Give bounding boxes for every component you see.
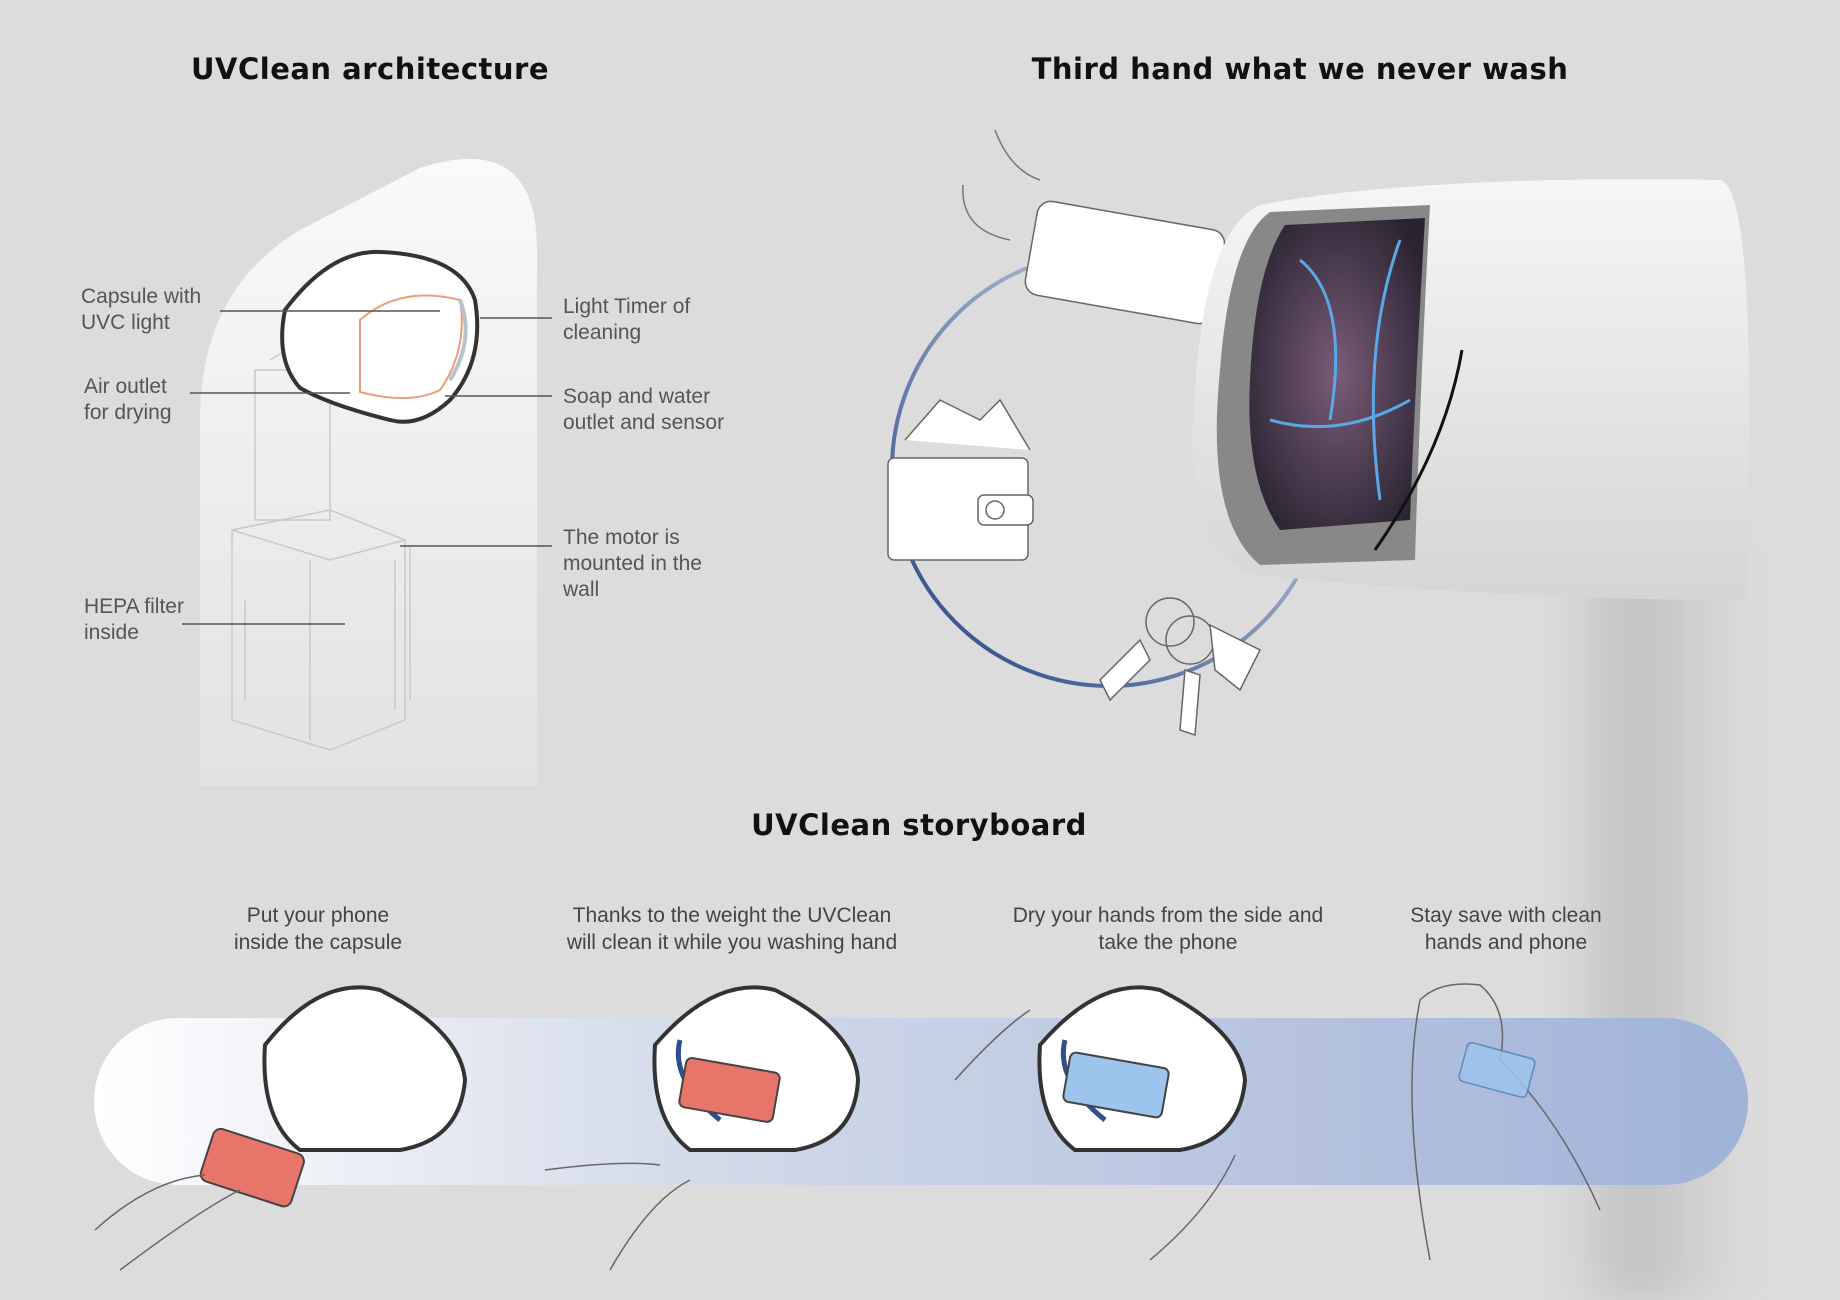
label-capsule: Capsule with UVC light xyxy=(81,285,202,334)
storyboard-band xyxy=(94,983,1748,1271)
label-soap-water: Soap and water outlet and sensor xyxy=(563,385,725,434)
step-1-illustration xyxy=(94,985,468,1271)
wallet-icon xyxy=(887,398,1034,561)
label-light-timer: Light Timer of cleaning xyxy=(563,295,691,344)
label-motor: The motor is mounted in the wall xyxy=(563,526,702,601)
step-caption-4: Stay save with clean hands and phone xyxy=(1410,904,1602,954)
label-hepa: HEPA filter inside xyxy=(84,595,184,644)
keys-icon xyxy=(1099,597,1262,737)
step-3-illustration xyxy=(954,985,1248,1261)
step-4-illustration xyxy=(1411,983,1601,1261)
third-hand-diagram xyxy=(887,129,1750,737)
storyboard-title: UVClean storyboard xyxy=(751,808,1087,842)
step-2-illustration xyxy=(544,985,861,1271)
phone-icon xyxy=(962,129,1226,325)
step-caption-1: Put your phone inside the capsule xyxy=(233,904,403,954)
architecture-diagram xyxy=(182,158,552,786)
uvclean-device xyxy=(1192,179,1750,600)
step-caption-3: Dry your hands from the side and take th… xyxy=(1012,904,1324,954)
label-air-outlet: Air outlet for drying xyxy=(84,375,172,424)
step-caption-2: Thanks to the weight the UVClean will cl… xyxy=(566,904,898,954)
architecture-title: UVClean architecture xyxy=(190,52,550,86)
third-hand-title: Third hand what we never wash xyxy=(1031,52,1569,86)
